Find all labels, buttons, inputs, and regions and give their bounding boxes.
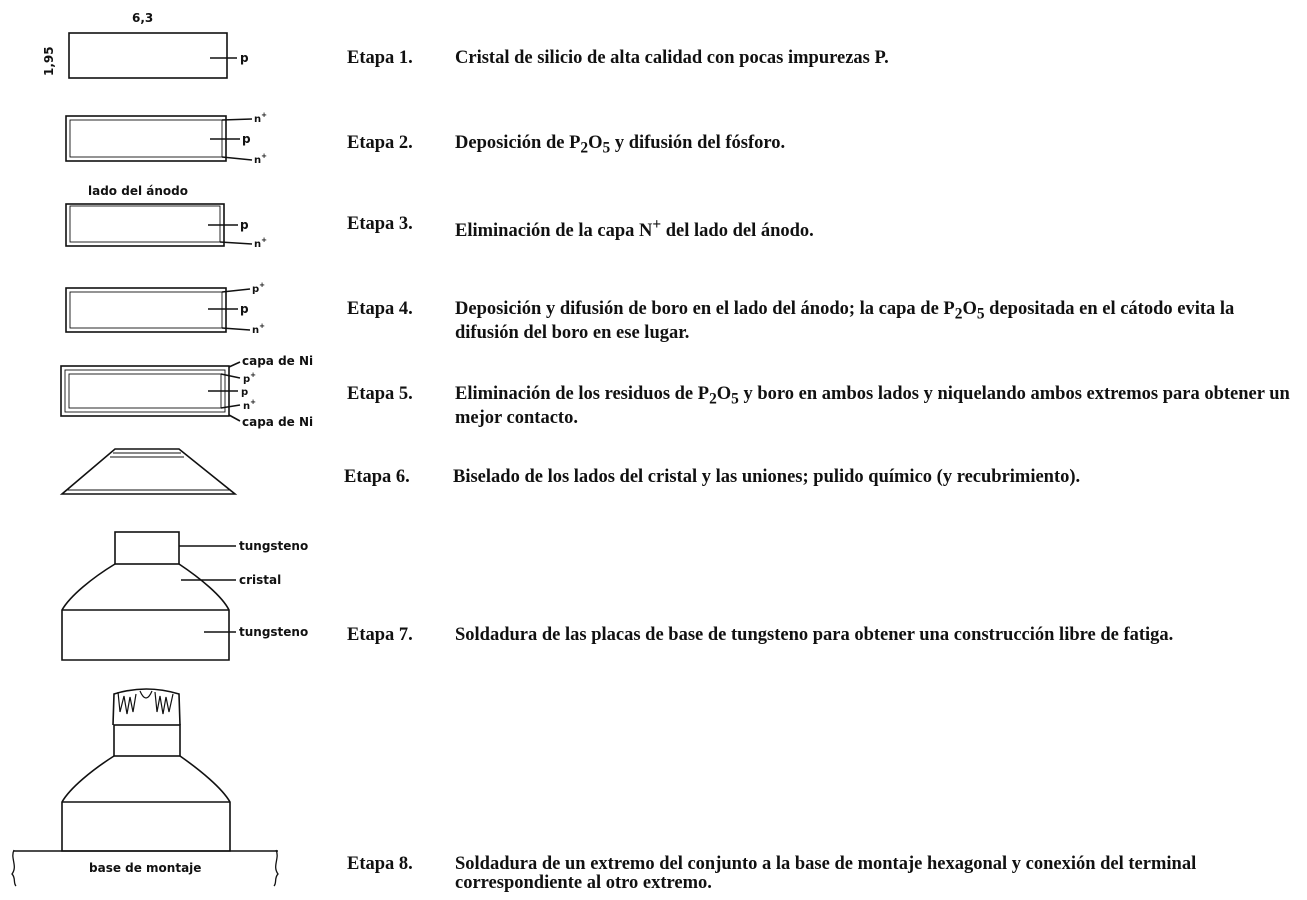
step4-p-plus-label: p+: [252, 281, 265, 295]
step-6-number: Etapa 6.: [344, 467, 410, 487]
base-montaje-label: base de montaje: [89, 861, 201, 875]
step-6-text: Biselado de los lados del cristal y las …: [453, 467, 1081, 487]
step5-p-label: p: [241, 387, 248, 398]
step-8-text: Soldadura de un extremo del conjunto a l…: [455, 854, 1197, 893]
step-3: Etapa 3. Eliminación de la capa N+ del l…: [347, 214, 1297, 242]
step5-crystal: [60, 361, 241, 422]
step1-crystal: [68, 32, 237, 79]
step-2: Etapa 2. Deposición de P2O5 y difusión d…: [347, 134, 1297, 158]
step-7-number: Etapa 7.: [347, 625, 413, 645]
step-6: Etapa 6. Biselado de los lados del crist…: [344, 468, 1294, 487]
dimension-height-label: 1,95: [42, 46, 56, 76]
step-2-text: Deposición de P2O5 y difusión del fósfor…: [455, 133, 786, 157]
step4-p-label: p: [240, 302, 249, 316]
step-5-text: Eliminación de los residuos de P2O5 y bo…: [455, 384, 1290, 428]
step4-crystal: [65, 287, 251, 333]
step3-crystal: [65, 203, 253, 247]
step2-n-plus-bottom-label: n+: [254, 152, 267, 166]
step3-n-plus-label: n+: [254, 236, 267, 250]
step5-capa-ni-bottom-label: capa de Ni: [242, 415, 313, 429]
cristal-label: cristal: [239, 573, 281, 587]
step-5: Etapa 5. Eliminación de los residuos de …: [347, 385, 1297, 428]
step1-p-label: p: [240, 51, 249, 65]
step8-assembly: [11, 688, 279, 887]
step2-n-plus-top-label: n+: [254, 111, 267, 125]
tungsteno-bottom-label: tungsteno: [239, 625, 308, 639]
step-1-text: Cristal de silicio de alta calidad con p…: [455, 48, 889, 68]
tungsteno-top-label: tungsteno: [239, 539, 308, 553]
step7-assembly: [61, 531, 236, 661]
step-8: Etapa 8. Soldadura de un extremo del con…: [347, 855, 1297, 893]
step6-bevelled-crystal: [59, 448, 238, 495]
step2-p-label: p: [242, 132, 251, 146]
step5-n-plus-label: n+: [243, 398, 256, 412]
step-1: Etapa 1. Cristal de silicio de alta cali…: [347, 49, 1297, 68]
step-4-number: Etapa 4.: [347, 299, 413, 319]
step2-crystal: [65, 115, 253, 162]
step-7-text: Soldadura de las placas de base de tungs…: [455, 625, 1174, 645]
step-3-text: Eliminación de la capa N+ del lado del á…: [455, 216, 814, 242]
step5-capa-ni-top-label: capa de Ni: [242, 354, 313, 368]
step5-p-plus-label: p+: [243, 371, 256, 385]
step-2-number: Etapa 2.: [347, 133, 413, 153]
step-4-text: Deposición y difusión de boro en el lado…: [455, 299, 1235, 343]
step-1-number: Etapa 1.: [347, 48, 413, 68]
step-8-number: Etapa 8.: [347, 854, 413, 874]
step-5-number: Etapa 5.: [347, 384, 413, 404]
step3-p-label: p: [240, 218, 249, 232]
lado-anodo-label: lado del ánodo: [88, 184, 188, 198]
step4-n-plus-label: n+: [252, 322, 265, 336]
process-diagram: 6,3 1,95 p n+ p n+ lado del ánodo p n+ p…: [11, 11, 313, 887]
step-7: Etapa 7. Soldadura de las placas de base…: [347, 626, 1297, 645]
step-4: Etapa 4. Deposición y difusión de boro e…: [347, 300, 1297, 343]
dimension-width-label: 6,3: [132, 11, 153, 25]
step-3-number: Etapa 3.: [347, 214, 413, 234]
